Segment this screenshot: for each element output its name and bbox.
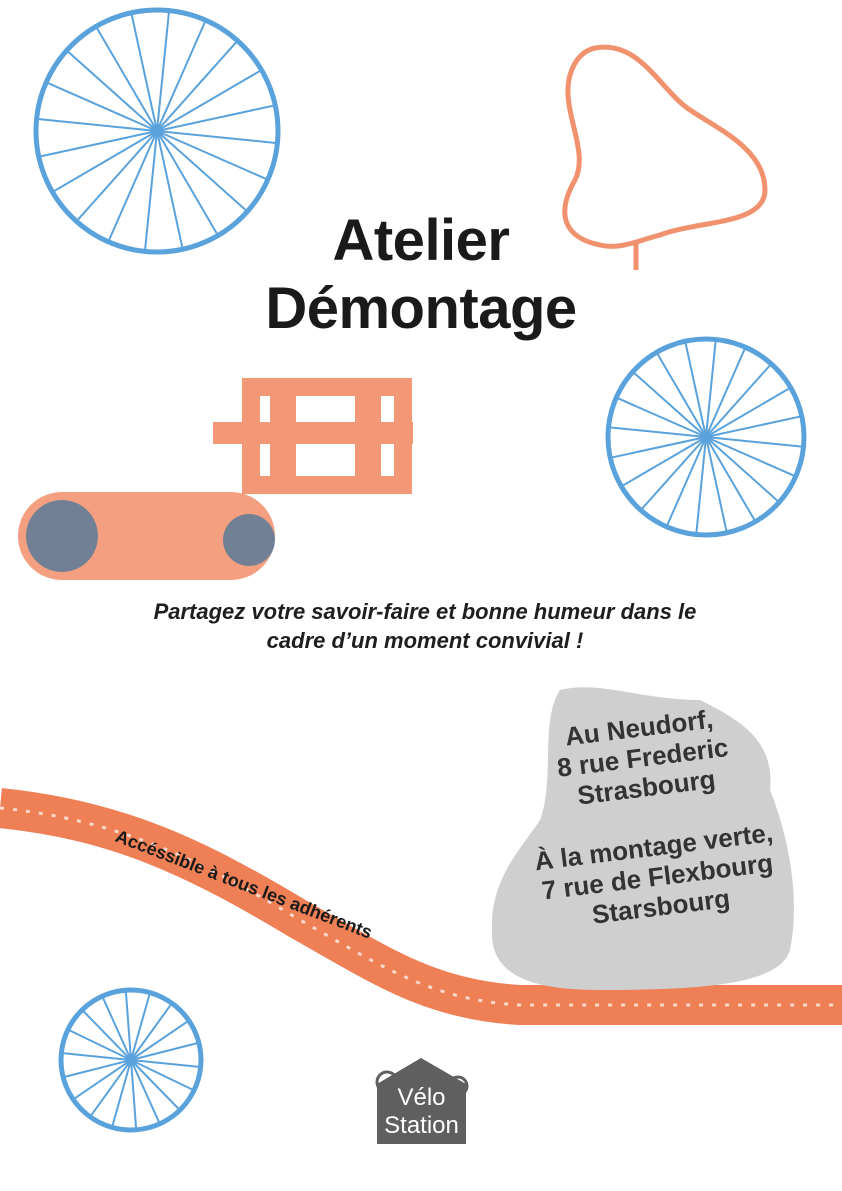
wheel-spoke [130, 1002, 173, 1061]
wheel-spoke [705, 415, 802, 438]
poster-tagline: Partagez votre savoir-faire et bonne hum… [153, 599, 697, 653]
wheel-rim [605, 336, 807, 538]
wheel-spoke [705, 436, 797, 478]
wheel-spoke [130, 1059, 201, 1068]
wheel-spoke [705, 436, 728, 533]
wheel-spoke [156, 130, 219, 237]
wheel-spoke [156, 10, 171, 132]
wheel-spoke [705, 436, 804, 448]
wheel-spoke [143, 130, 158, 252]
wheel-spoke [107, 130, 158, 243]
wheel-spoke [130, 1019, 190, 1061]
wheel-spoke [684, 341, 707, 438]
wheel-rim [58, 987, 204, 1133]
wheel-spoke [130, 992, 151, 1061]
wheel-spoke [632, 371, 707, 438]
wheel-spoke [130, 1059, 138, 1130]
wheel-spoke [608, 426, 707, 438]
wheel-spoke [130, 1059, 161, 1125]
locations: Au Neudorf, 8 rue Frederic Strasbourg À … [493, 695, 806, 939]
wheel-spoke [72, 1059, 132, 1101]
wheel-spoke [130, 1059, 195, 1092]
wheel-spoke [156, 130, 269, 181]
wheel-spoke [130, 1041, 200, 1061]
wheel-spoke [66, 49, 158, 132]
wheel-spoke [81, 1009, 132, 1061]
wheel-spoke [705, 346, 747, 438]
wheel-rim [33, 7, 281, 255]
wheel-spoke [615, 396, 707, 438]
wheel-spoke [705, 436, 780, 503]
wheel-spoke [130, 1059, 181, 1111]
wheel-spoke [620, 436, 707, 488]
wheel-spoke [665, 436, 707, 528]
wheel-spoke [36, 117, 158, 132]
wheel-spoke [61, 1052, 132, 1061]
wheel-spoke [45, 81, 158, 132]
wheel-spoke [156, 130, 248, 213]
wheel-spoke [38, 130, 158, 158]
wheel-spoke [51, 130, 158, 193]
wheel-spoke [156, 130, 184, 250]
logo-text-line1: Vélo [397, 1084, 446, 1111]
poster-title-line1: Atelier [332, 208, 510, 273]
wheel-spoke [156, 104, 276, 132]
wheel-spoke [695, 436, 707, 535]
wheel-spoke [705, 339, 717, 438]
wheel-spoke [95, 25, 158, 132]
logo-text-line2: Station [384, 1112, 459, 1139]
wheel-spoke [111, 1059, 132, 1128]
wheel-spoke [610, 436, 707, 459]
wheel-spoke [156, 69, 263, 132]
wheel-spoke [705, 386, 792, 438]
wheel-spoke [705, 436, 757, 523]
wheel-spoke [156, 40, 239, 132]
wheel-spoke [62, 1059, 132, 1079]
wheel-spoke [655, 351, 707, 438]
wheel-spoke [75, 130, 158, 222]
wheel-spoke [640, 436, 707, 511]
wheel-spoke [156, 19, 207, 132]
wheel-spoke [67, 1028, 132, 1061]
wheel-spoke [156, 130, 278, 145]
poster-title-line2: Démontage [265, 276, 577, 341]
wheel-spoke [89, 1059, 132, 1118]
velo-station-logo [375, 1058, 469, 1144]
wheel-spoke [124, 990, 132, 1061]
wheel-spoke [101, 995, 132, 1061]
wheel-spoke [705, 363, 772, 438]
wheel-spoke [130, 12, 158, 132]
